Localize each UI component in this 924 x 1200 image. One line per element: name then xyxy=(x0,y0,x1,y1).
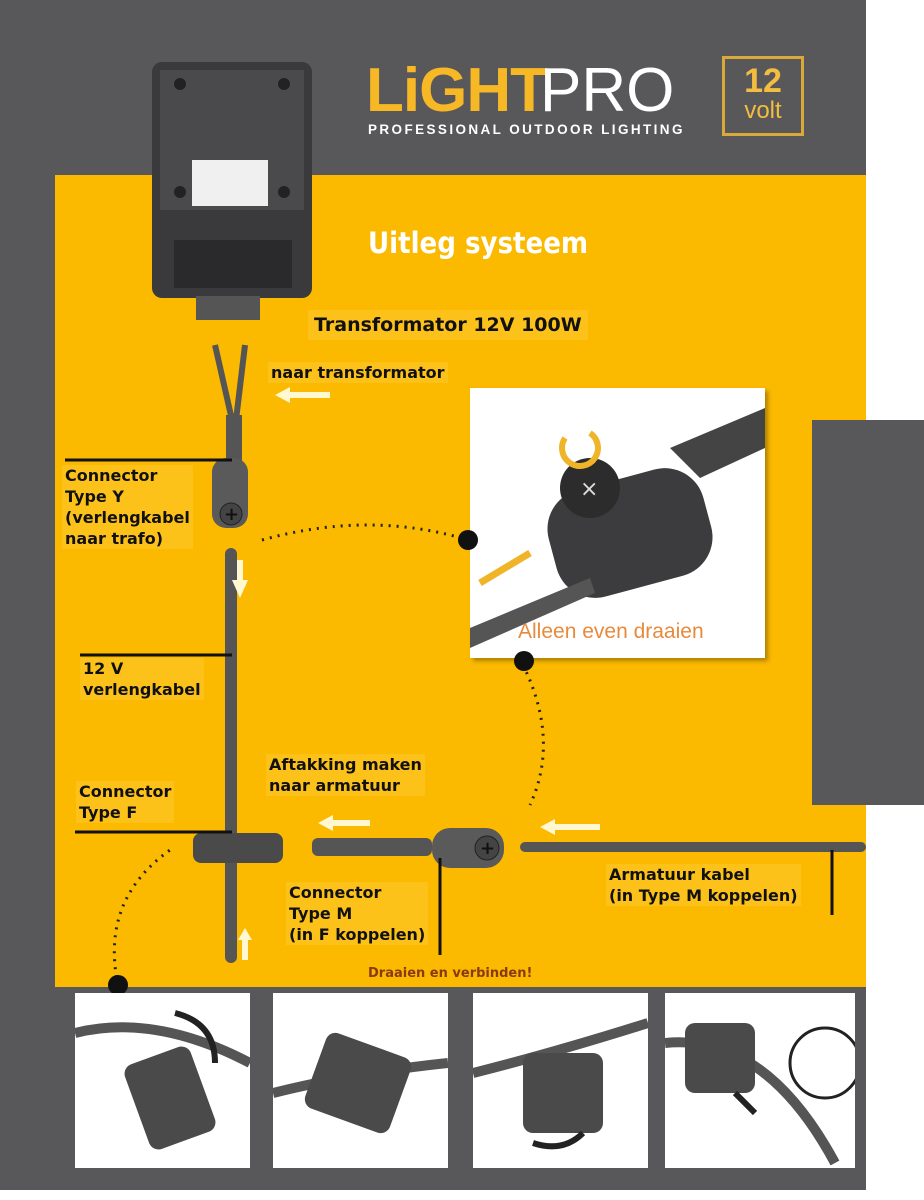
label-to-transformer: naar transformator xyxy=(268,362,448,383)
extension-cable xyxy=(225,548,237,963)
inset-caption: Alleen even draaien xyxy=(518,620,704,643)
label-extension: verlengkabel xyxy=(83,680,201,699)
label-connector-y: Connector xyxy=(65,466,158,485)
label-branch: naar armatuur xyxy=(269,776,400,795)
callout-dot xyxy=(514,651,534,671)
label-extension: 12 V xyxy=(83,659,124,678)
volt-number: 12 xyxy=(744,62,782,100)
transformer-icon xyxy=(152,62,312,320)
callout-dot xyxy=(108,975,128,995)
logo-tagline: PROFESSIONAL OUTDOOR LIGHTING xyxy=(368,122,685,137)
connector-detail-icon: × xyxy=(470,408,765,648)
label-connector-m: (in F koppelen) xyxy=(289,925,426,944)
label-connector-y: naar trafo) xyxy=(65,529,164,548)
step-image-4 xyxy=(664,993,862,1168)
logo-light: LiGHT xyxy=(366,56,548,125)
svg-text:+: + xyxy=(224,504,239,525)
label-fixture-cable: (in Type M koppelen) xyxy=(609,886,798,905)
logo-pro: PRO xyxy=(540,56,675,125)
step-image-2 xyxy=(271,993,449,1168)
label-fixture-cable: Armatuur kabel xyxy=(609,865,750,884)
svg-text:+: + xyxy=(480,838,495,859)
label-connector-y: Type Y xyxy=(65,487,124,506)
fixture-cable xyxy=(520,842,866,852)
page-title: Uitleg systeem xyxy=(368,226,589,260)
callout-dot xyxy=(458,530,478,550)
side-block xyxy=(812,420,924,805)
step-image-3 xyxy=(471,993,650,1168)
label-connector-m: Connector xyxy=(289,883,382,902)
label-turn-connect: Draaien en verbinden! xyxy=(368,966,533,981)
label-connector-f: Connector xyxy=(79,782,172,801)
label-connector-f: Type F xyxy=(79,803,138,822)
inset-detail-image: × xyxy=(470,388,765,658)
volt-unit: volt xyxy=(744,97,782,124)
svg-text:×: × xyxy=(580,477,598,502)
connector-f-icon xyxy=(193,833,283,863)
label-connector-m: Type M xyxy=(289,904,353,923)
volt-badge: 12 volt xyxy=(722,56,804,136)
step-image-1 xyxy=(73,993,253,1168)
label-branch: Aftakking maken xyxy=(269,755,422,774)
label-connector-y: (verlengkabel xyxy=(65,508,190,527)
label-transformer: Transformator 12V 100W xyxy=(308,310,588,340)
